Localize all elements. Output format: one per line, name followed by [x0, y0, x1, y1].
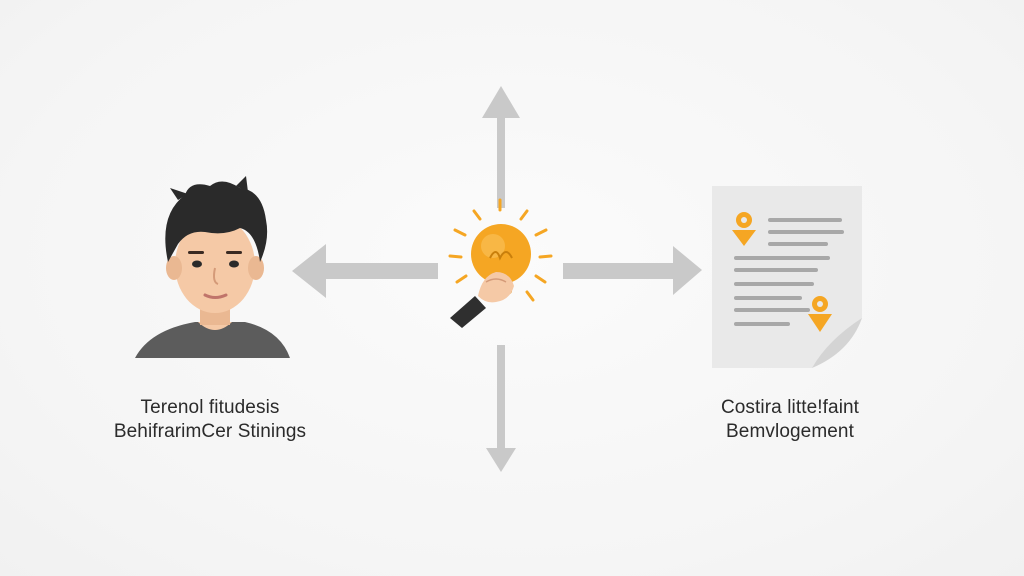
arrow-left [292, 244, 438, 298]
arrow-down [486, 345, 516, 472]
document-caption-line1: Costira litte!faint [720, 397, 860, 418]
lightbulb-hand-icon [448, 198, 553, 328]
person-caption: Terenol fitudesis BehifrarimCer Stinings [80, 396, 340, 444]
person-caption-line2: BehifrarimCer Stinings [113, 421, 307, 442]
document-caption: Costira litte!faint Bemvlogement [690, 396, 890, 444]
arrow-right [563, 246, 702, 295]
document-icon [712, 186, 862, 368]
person-caption-line1: Terenol fitudesis [140, 397, 280, 418]
arrow-up [482, 86, 520, 208]
person-avatar-icon [135, 176, 290, 358]
document-caption-line2: Bemvlogement [726, 421, 854, 442]
